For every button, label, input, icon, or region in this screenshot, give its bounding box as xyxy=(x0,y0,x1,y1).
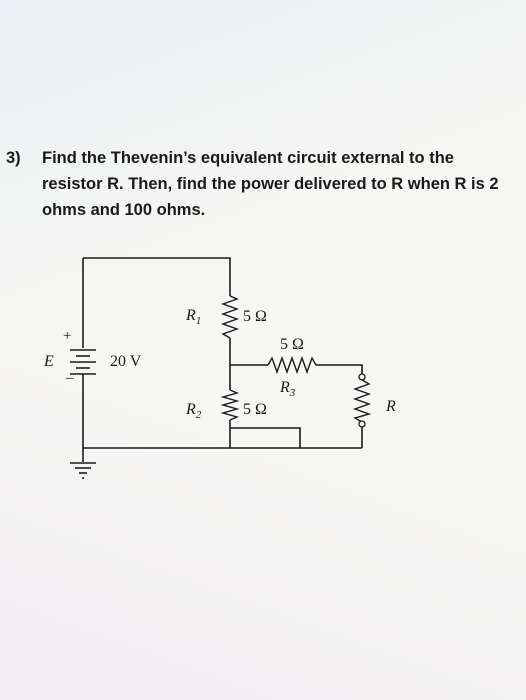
battery-minus-sign: – xyxy=(65,370,74,386)
r3-value: 5 Ω xyxy=(280,336,304,353)
r2-resistor-symbol xyxy=(220,389,240,421)
battery-voltage: 20 V xyxy=(110,353,142,370)
r3-resistor-symbol xyxy=(267,355,320,375)
battery-label: E xyxy=(43,353,54,370)
r1-value: 5 Ω xyxy=(243,308,267,325)
load-bottom-terminal xyxy=(358,420,366,428)
battery-symbol xyxy=(70,349,96,375)
r2-value: 5 Ω xyxy=(243,401,267,418)
problem-text: Find the Thevenin’s equivalent circuit e… xyxy=(42,149,499,219)
r2-right-wire xyxy=(230,427,301,448)
r3-label: R3 xyxy=(279,379,296,399)
r2-label: R2 xyxy=(185,401,202,421)
ground-symbol xyxy=(70,462,96,479)
r1-label: R1 xyxy=(185,307,201,327)
problem-number: 3) xyxy=(6,149,21,167)
circuit-wires xyxy=(82,257,363,462)
load-resistor-symbol xyxy=(352,379,372,423)
top-wire xyxy=(83,257,231,296)
load-top-terminal xyxy=(358,373,366,381)
r1-resistor-symbol xyxy=(220,295,240,339)
load-label: R xyxy=(385,398,396,415)
battery-plus-sign: + xyxy=(63,328,71,344)
r3-right-wire xyxy=(320,364,363,374)
